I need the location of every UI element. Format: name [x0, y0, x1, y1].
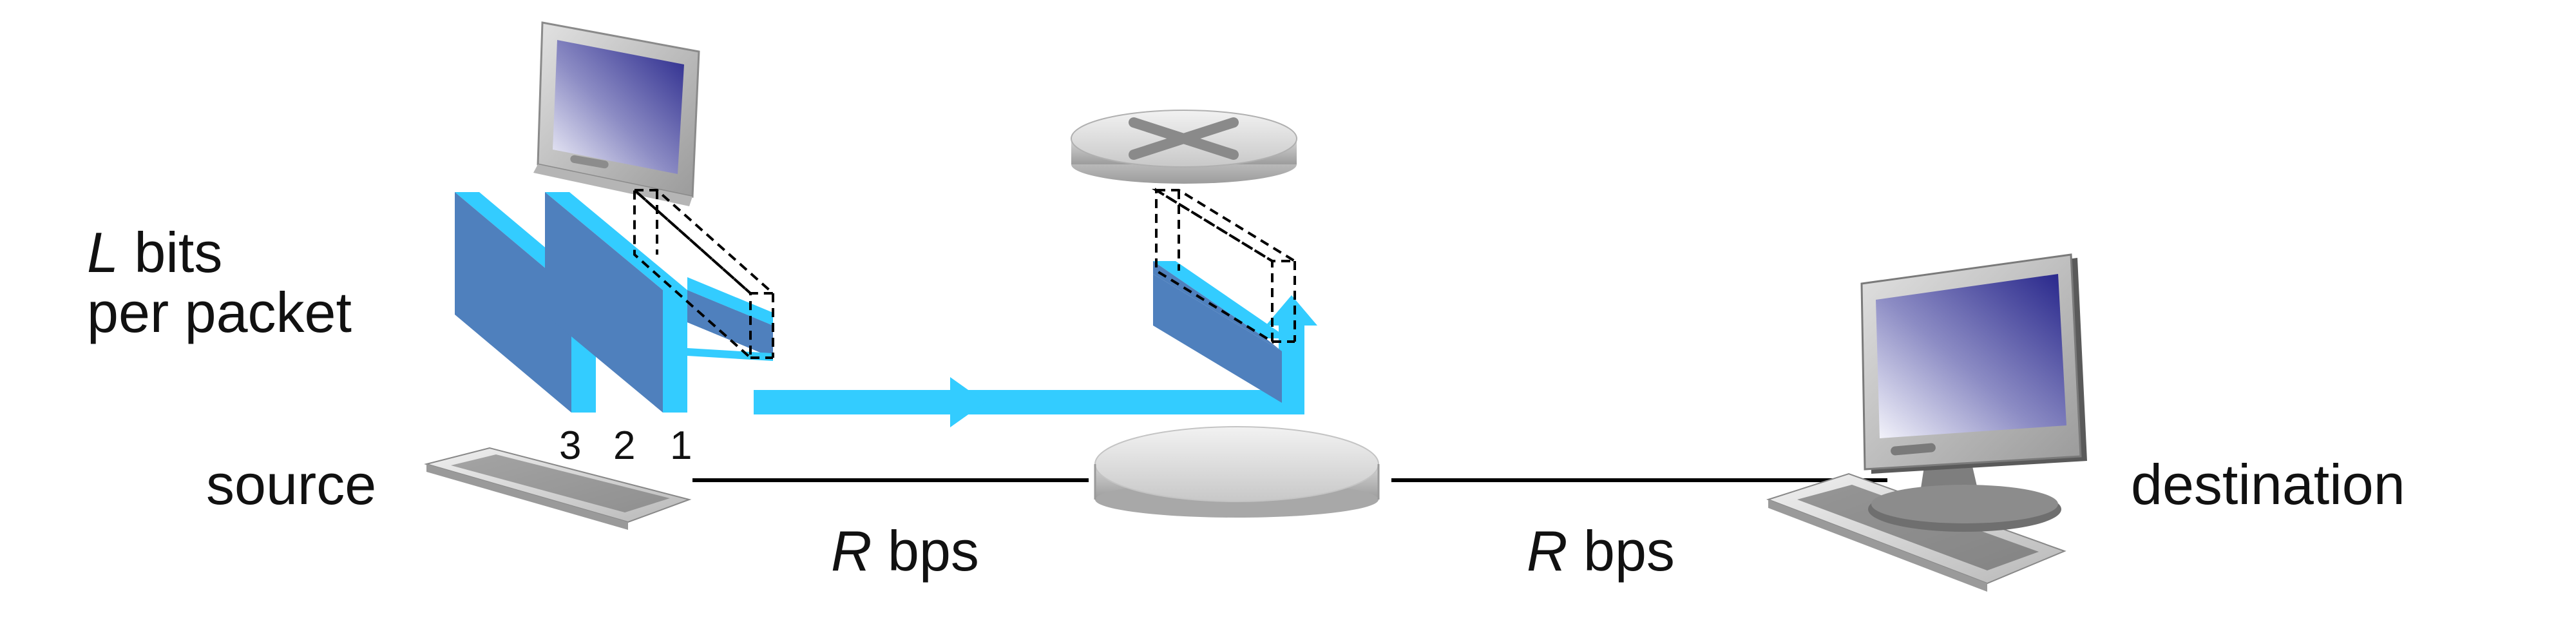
packet-number-1: 1 — [670, 423, 692, 468]
router-packet-dashed-outline — [1151, 188, 1300, 344]
packet-2 — [545, 192, 687, 413]
link-rate-label-2: R bps — [1527, 519, 1675, 583]
source-computer-icon — [533, 21, 700, 206]
link-rate-1-variable: R — [831, 519, 872, 583]
packet-1 — [687, 277, 773, 361]
packet-size-label-line2: per packet — [87, 280, 352, 344]
packet-size-unit: bits — [119, 220, 222, 284]
flow-arrow — [754, 295, 1317, 427]
destination-label: destination — [2131, 452, 2405, 516]
link-rate-2-variable: R — [1527, 519, 1568, 583]
router-node — [1094, 426, 1380, 518]
keyboard-icon — [424, 447, 692, 530]
link-rate-1-unit: bps — [872, 519, 979, 583]
source-label: source — [206, 452, 376, 516]
packet-number-3: 3 — [559, 423, 581, 468]
packet-1-dashed-outline-source — [631, 187, 777, 361]
packet-size-label-line1: L bits — [87, 220, 222, 284]
packet-size-variable: L — [87, 220, 119, 284]
packet-number-2: 2 — [613, 423, 635, 468]
link-rate-2-unit: bps — [1568, 519, 1675, 583]
link-rate-label-1: R bps — [831, 519, 979, 583]
destination-computer-icon — [1766, 253, 2087, 592]
router-icon — [1071, 110, 1297, 184]
